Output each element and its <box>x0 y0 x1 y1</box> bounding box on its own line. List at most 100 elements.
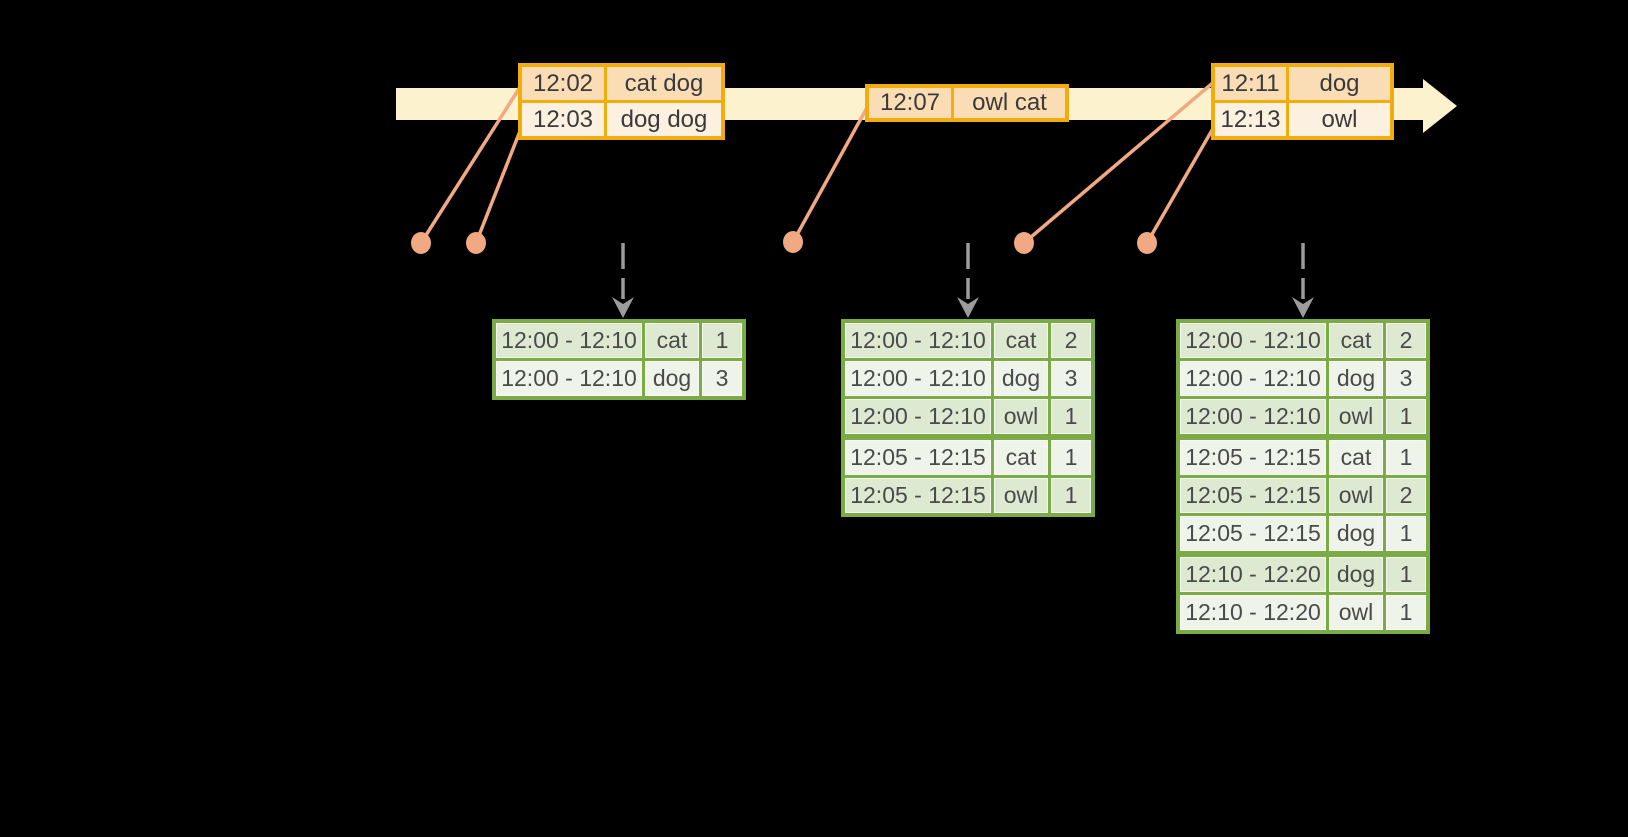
table-row: 12:05 - 12:15 owl 1 <box>845 478 1091 513</box>
event-time: 12:02 <box>522 67 604 100</box>
count-cell: 2 <box>1386 323 1426 358</box>
event-dot-icon-1 <box>411 232 431 254</box>
table-row: 12:10 - 12:20 dog 1 <box>1180 557 1426 592</box>
trigger-arrow-icon-2 <box>957 243 979 318</box>
event-connector-line-1 <box>419 83 524 244</box>
word-cell: cat <box>994 440 1048 475</box>
event-words: dog dog <box>607 103 721 136</box>
count-cell: 1 <box>1051 440 1091 475</box>
window-group-12:05-12:15: 12:05 - 12:15 cat 1 12:05 - 12:15 owl 1 <box>845 440 1091 513</box>
event-dot-icon-2 <box>466 232 486 254</box>
event-words: cat dog <box>607 67 721 100</box>
word-cell: cat <box>1329 440 1383 475</box>
window-cell: 12:00 - 12:10 <box>1180 361 1326 396</box>
event-dot-icon-3 <box>783 231 803 253</box>
event-time: 12:03 <box>522 103 604 136</box>
count-cell: 1 <box>1051 399 1091 434</box>
event-words: owl <box>1289 103 1390 136</box>
event-row: 12:13 owl <box>1215 103 1390 136</box>
event-dot-icon-5 <box>1137 232 1157 254</box>
event-words: dog <box>1289 67 1390 100</box>
event-words: owl cat <box>954 88 1065 118</box>
event-row: 12:11 dog <box>1215 67 1390 100</box>
window-cell: 12:10 - 12:20 <box>1180 595 1326 630</box>
count-cell: 3 <box>1051 361 1091 396</box>
event-row: 12:03 dog dog <box>522 103 721 136</box>
result-table-3: 12:00 - 12:10 cat 2 12:00 - 12:10 dog 3 … <box>1176 319 1430 634</box>
table-row: 12:10 - 12:20 owl 1 <box>1180 595 1426 630</box>
window-cell: 12:00 - 12:10 <box>845 399 991 434</box>
table-row: 12:05 - 12:15 owl 2 <box>1180 478 1426 513</box>
window-cell: 12:05 - 12:15 <box>845 478 991 513</box>
window-cell: 12:00 - 12:10 <box>845 361 991 396</box>
event-time: 12:07 <box>869 88 951 118</box>
window-cell: 12:00 - 12:10 <box>1180 399 1326 434</box>
count-cell: 3 <box>702 361 742 396</box>
table-row: 12:00 - 12:10 dog 3 <box>1180 361 1426 396</box>
count-cell: 1 <box>702 323 742 358</box>
word-cell: owl <box>1329 595 1383 630</box>
window-cell: 12:00 - 12:10 <box>496 323 642 358</box>
event-time: 12:11 <box>1215 67 1286 100</box>
count-cell: 1 <box>1051 478 1091 513</box>
window-cell: 12:00 - 12:10 <box>845 323 991 358</box>
window-group-12:00-12:10: 12:00 - 12:10 cat 2 12:00 - 12:10 dog 3 … <box>845 323 1091 434</box>
trigger-arrow-icon-3 <box>1292 243 1314 318</box>
window-group-12:10-12:20: 12:10 - 12:20 dog 1 12:10 - 12:20 owl 1 <box>1180 557 1426 630</box>
word-cell: owl <box>1329 478 1383 513</box>
table-row: 12:00 - 12:10 dog 3 <box>496 361 742 396</box>
result-table-2: 12:00 - 12:10 cat 2 12:00 - 12:10 dog 3 … <box>841 319 1095 517</box>
table-row: 12:05 - 12:15 cat 1 <box>1180 440 1426 475</box>
count-cell: 1 <box>1386 440 1426 475</box>
window-group-12:00-12:10: 12:00 - 12:10 cat 1 12:00 - 12:10 dog 3 <box>496 323 742 396</box>
result-table-1: 12:00 - 12:10 cat 1 12:00 - 12:10 dog 3 <box>492 319 746 400</box>
count-cell: 1 <box>1386 399 1426 434</box>
table-row: 12:00 - 12:10 dog 3 <box>845 361 1091 396</box>
word-cell: owl <box>994 478 1048 513</box>
table-row: 12:00 - 12:10 cat 1 <box>496 323 742 358</box>
table-row: 12:05 - 12:15 dog 1 <box>1180 516 1426 551</box>
count-cell: 2 <box>1051 323 1091 358</box>
word-cell: dog <box>1329 361 1383 396</box>
word-cell: cat <box>645 323 699 358</box>
window-cell: 12:00 - 12:10 <box>1180 323 1326 358</box>
window-cell: 12:05 - 12:15 <box>845 440 991 475</box>
event-table-2: 12:07 owl cat <box>865 84 1069 122</box>
table-row: 12:00 - 12:10 owl 1 <box>845 399 1091 434</box>
count-cell: 1 <box>1386 557 1426 592</box>
trigger-arrow-icon-1 <box>612 243 634 318</box>
timeline-arrowhead-icon <box>1423 79 1457 133</box>
event-row: 12:07 owl cat <box>869 88 1065 118</box>
event-time: 12:13 <box>1215 103 1286 136</box>
table-row: 12:00 - 12:10 cat 2 <box>845 323 1091 358</box>
event-connector-line-4 <box>1022 79 1217 245</box>
event-row: 12:02 cat dog <box>522 67 721 100</box>
table-row: 12:05 - 12:15 cat 1 <box>845 440 1091 475</box>
window-cell: 12:05 - 12:15 <box>1180 478 1326 513</box>
count-cell: 1 <box>1386 516 1426 551</box>
window-cell: 12:00 - 12:10 <box>496 361 642 396</box>
window-group-12:00-12:10: 12:00 - 12:10 cat 2 12:00 - 12:10 dog 3 … <box>1180 323 1426 434</box>
window-cell: 12:05 - 12:15 <box>1180 440 1326 475</box>
word-cell: dog <box>1329 557 1383 592</box>
word-cell: dog <box>645 361 699 396</box>
word-cell: cat <box>994 323 1048 358</box>
event-connector-line-5 <box>1145 124 1217 244</box>
word-cell: owl <box>1329 399 1383 434</box>
table-row: 12:00 - 12:10 owl 1 <box>1180 399 1426 434</box>
word-cell: dog <box>994 361 1048 396</box>
count-cell: 1 <box>1386 595 1426 630</box>
count-cell: 3 <box>1386 361 1426 396</box>
event-table-3: 12:11 dog 12:13 owl <box>1211 63 1394 140</box>
window-group-12:05-12:15: 12:05 - 12:15 cat 1 12:05 - 12:15 owl 2 … <box>1180 440 1426 551</box>
count-cell: 2 <box>1386 478 1426 513</box>
event-dot-icon-4 <box>1014 232 1034 254</box>
event-connector-line-3 <box>791 103 871 243</box>
event-connector-line-2 <box>474 125 524 244</box>
window-cell: 12:10 - 12:20 <box>1180 557 1326 592</box>
word-cell: dog <box>1329 516 1383 551</box>
word-cell: cat <box>1329 323 1383 358</box>
word-cell: owl <box>994 399 1048 434</box>
window-cell: 12:05 - 12:15 <box>1180 516 1326 551</box>
